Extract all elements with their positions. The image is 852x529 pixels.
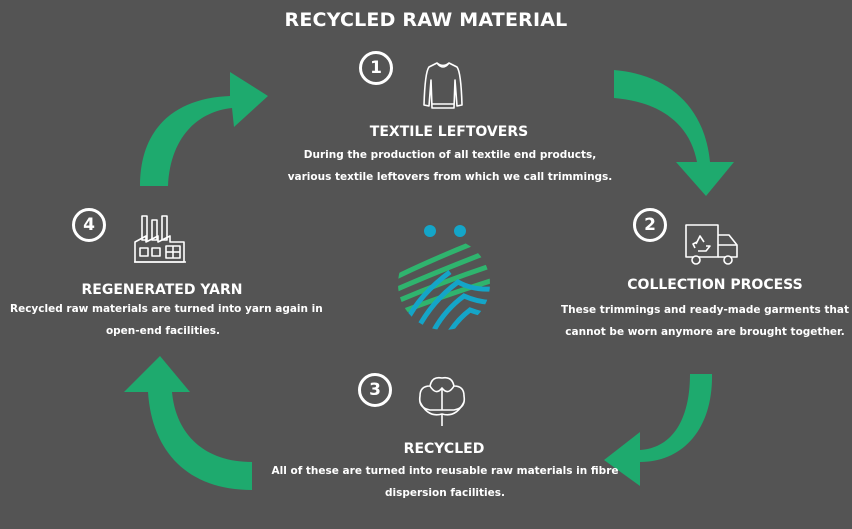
arrow-top-left <box>140 72 268 186</box>
cotton-plant-icon <box>418 376 466 426</box>
sweater-icon <box>423 62 463 109</box>
factory-icon <box>134 215 186 263</box>
step-4-line-1: Recycled raw materials are turned into y… <box>10 303 323 315</box>
step-3-number: 3 <box>358 373 392 407</box>
yarn-ball-logo-icon <box>398 225 490 330</box>
step-1-line-2: various textile leftovers from which we … <box>287 171 613 183</box>
step-1-number: 1 <box>359 51 393 85</box>
arrow-top-right <box>614 70 734 196</box>
step-3-line-1: All of these are turned into reusable ra… <box>271 465 619 477</box>
step-1-title: TEXTILE LEFTOVERS <box>369 124 529 140</box>
step-3-line-2: dispersion facilities. <box>384 487 506 499</box>
step-2-line-2: cannot be worn anymore are brought toget… <box>565 326 845 338</box>
step-4-line-2: open-end facilities. <box>105 325 221 337</box>
step-2-line-1: These trimmings and ready-made garments … <box>561 304 849 316</box>
step-2-title: COLLECTION PROCESS <box>627 277 803 293</box>
recycling-truck-icon <box>685 224 738 265</box>
step-1-line-1: During the production of all textile end… <box>303 149 597 161</box>
arrow-bottom-left <box>124 356 252 490</box>
step-3-title: RECYCLED <box>403 441 485 457</box>
arrow-bottom-right <box>604 374 713 486</box>
step-4-number: 4 <box>72 208 106 242</box>
step-4-title: REGENERATED YARN <box>81 282 243 298</box>
step-2-number: 2 <box>633 208 667 242</box>
diagram-title: RECYCLED RAW MATERIAL <box>284 9 568 31</box>
